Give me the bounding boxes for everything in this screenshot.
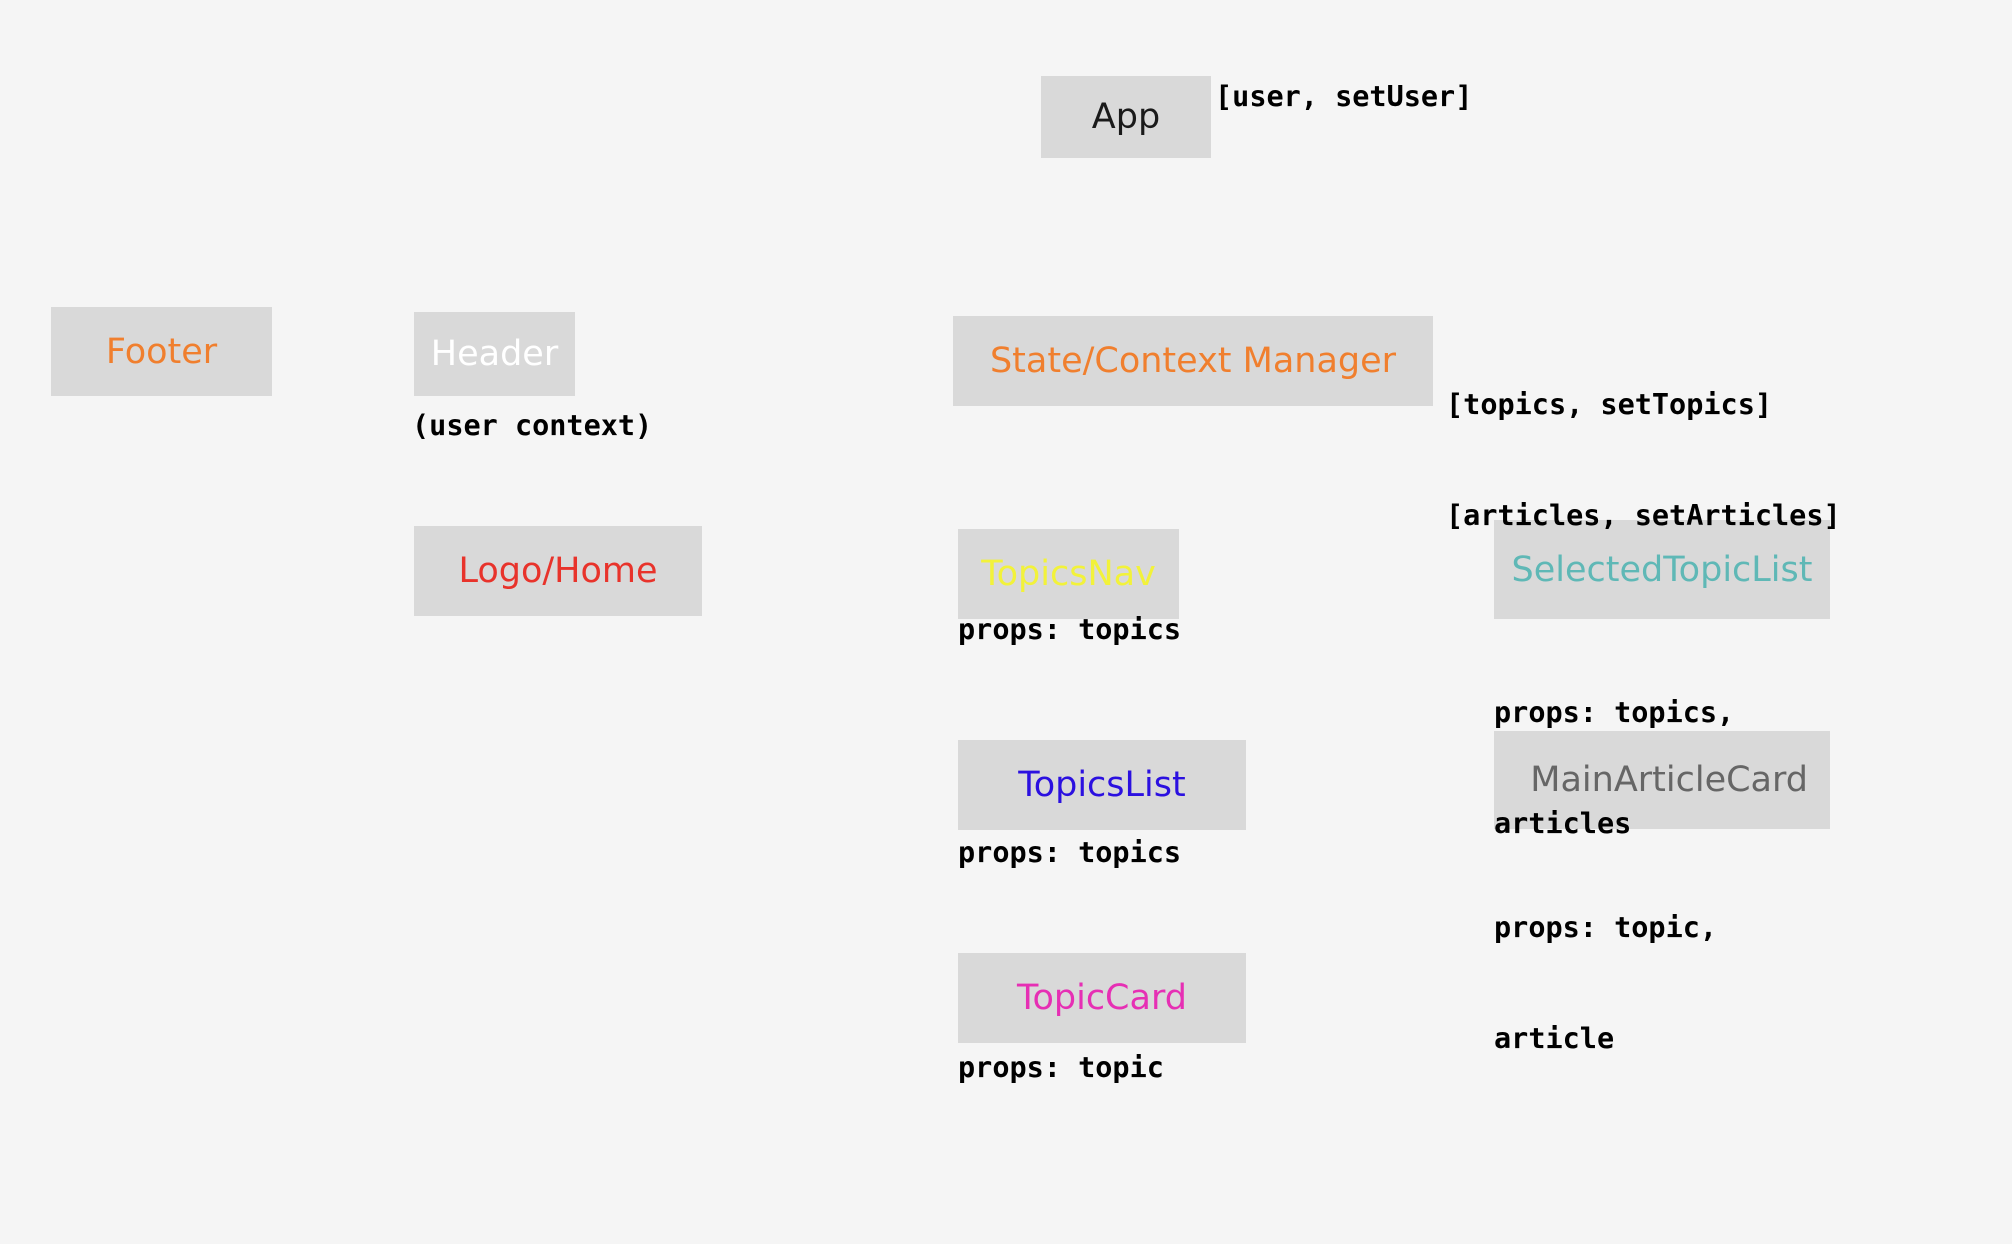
app-state-note: [user, setUser] — [1215, 80, 1473, 113]
topic-card-label: TopicCard — [1017, 978, 1187, 1018]
topics-nav-box: TopicsNav — [958, 529, 1179, 619]
topics-list-props-note: props: topics — [958, 836, 1182, 869]
state-manager-state-note: [topics, setTopics] [articles, setArticl… — [1446, 312, 1841, 571]
topics-state-line: [topics, setTopics] — [1446, 388, 1773, 421]
header-label: Header — [430, 334, 559, 374]
logo-home-box: Logo/Home — [414, 526, 702, 616]
main-article-card-props-line-2: article — [1494, 1022, 1615, 1055]
selected-topic-list-props-note: props: topics, articles — [1494, 620, 1734, 879]
app-box: App — [1041, 76, 1211, 158]
app-label: App — [1091, 97, 1161, 137]
state-context-manager-label: State/Context Manager — [989, 341, 1397, 381]
selected-topic-list-props-line-2: articles — [1494, 807, 1632, 840]
topics-nav-label: TopicsNav — [981, 554, 1156, 594]
main-article-card-props-note: props: topic, article — [1494, 835, 1717, 1094]
topic-card-props-note: props: topic — [958, 1051, 1164, 1084]
footer-label: Footer — [105, 331, 218, 372]
main-article-card-props-line-1: props: topic, — [1494, 911, 1718, 944]
footer-box: Footer — [51, 307, 272, 396]
topics-list-box: TopicsList — [958, 740, 1246, 830]
topic-card-box: TopicCard — [958, 953, 1246, 1043]
header-context-note: (user context) — [412, 409, 653, 442]
articles-state-line: [articles, setArticles] — [1446, 499, 1841, 532]
main-article-card-box: MainArticleCard — [1494, 731, 1830, 829]
header-box: Header — [414, 312, 575, 396]
main-article-card-label: MainArticleCard — [1530, 760, 1808, 800]
state-context-manager-box: State/Context Manager — [953, 316, 1433, 406]
selected-topic-list-box: SelectedTopicList — [1494, 520, 1830, 619]
selected-topic-list-props-line-1: props: topics, — [1494, 696, 1735, 729]
topics-list-label: TopicsList — [1018, 765, 1186, 805]
topics-nav-props-note: props: topics — [958, 613, 1182, 646]
logo-home-label: Logo/Home — [458, 551, 658, 591]
selected-topic-list-label: SelectedTopicList — [1511, 549, 1813, 590]
